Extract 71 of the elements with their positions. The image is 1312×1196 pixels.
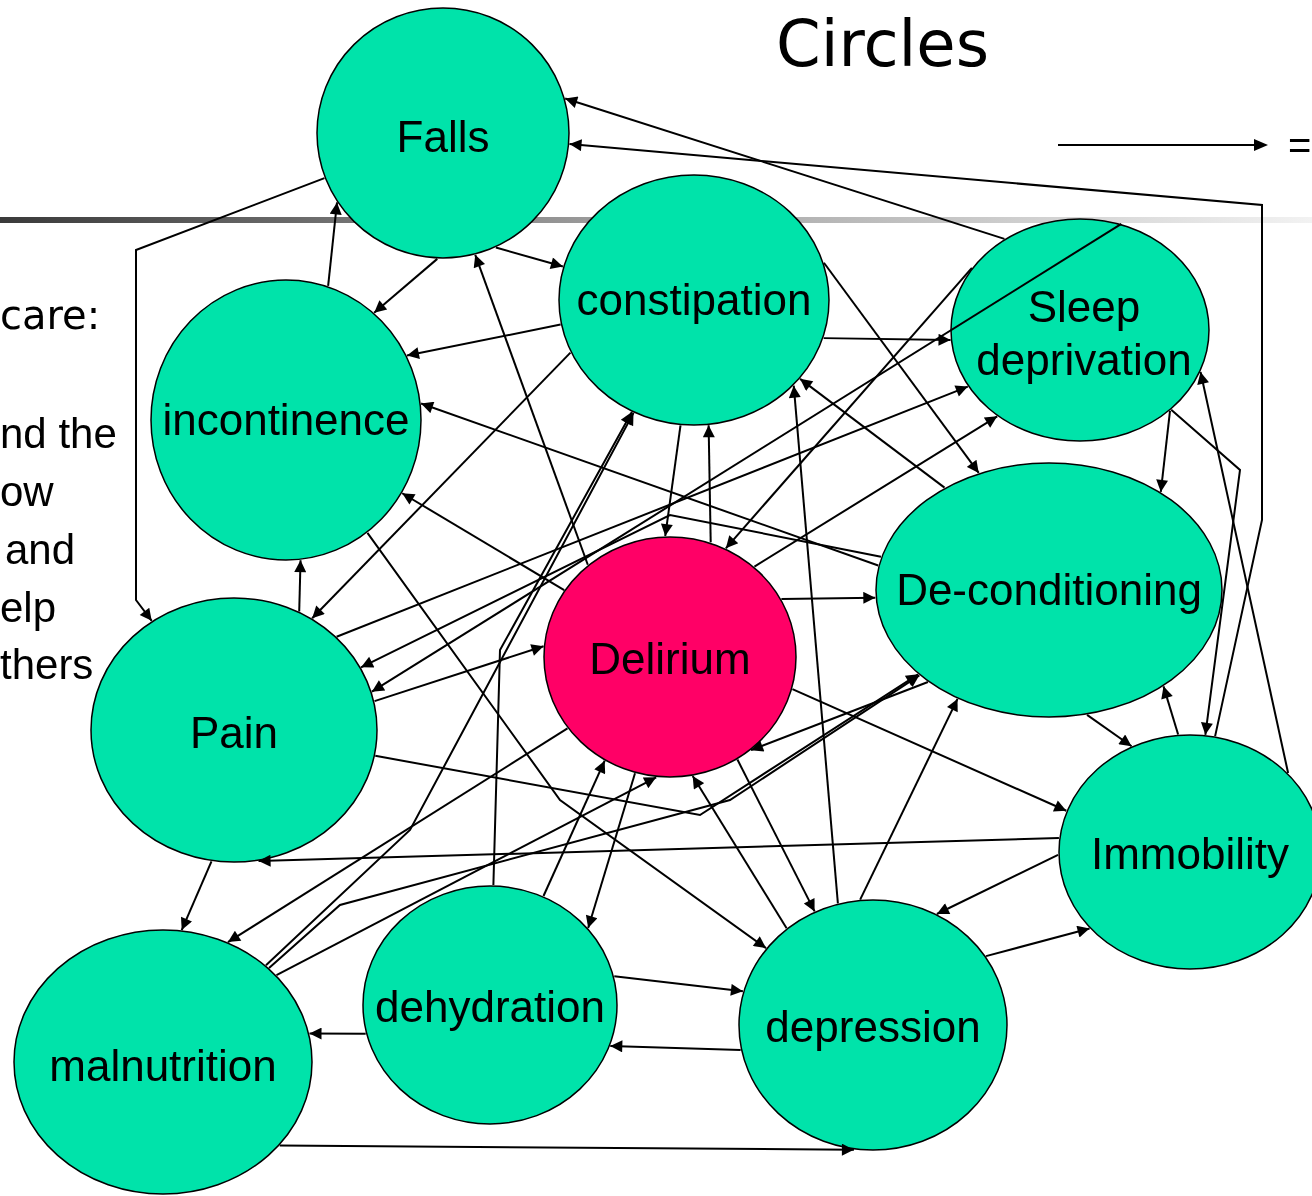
arrow	[492, 411, 633, 887]
arrow	[366, 531, 768, 950]
arrow	[311, 351, 572, 620]
arrow	[585, 772, 636, 929]
arrow	[935, 853, 1060, 915]
arrow	[753, 415, 999, 568]
arrow	[788, 384, 839, 905]
arrow	[494, 246, 564, 269]
arrow	[791, 688, 1068, 812]
arrow	[702, 424, 715, 544]
circle-label: Delirium	[589, 632, 751, 685]
arrow	[268, 674, 921, 969]
arrow	[373, 644, 545, 703]
arrow	[822, 261, 980, 474]
arrow	[660, 424, 682, 538]
arrow	[374, 673, 920, 817]
arrow	[859, 697, 959, 901]
arrow	[294, 559, 307, 613]
circle-label: Pain	[189, 706, 279, 759]
circle-label: incontinence	[162, 393, 410, 446]
slide-title: Circles	[776, 6, 990, 83]
arrow	[405, 323, 562, 360]
arrow	[278, 1143, 855, 1156]
arrow	[327, 201, 342, 287]
circle-label: constipation	[576, 273, 812, 326]
arrow	[420, 401, 880, 567]
circle-label: malnutrition	[49, 1039, 277, 1092]
arrow	[780, 591, 877, 604]
circle-label: depression	[765, 1000, 981, 1053]
arrow	[360, 513, 882, 669]
arrow	[564, 96, 1006, 240]
arrow	[1170, 408, 1242, 736]
arrow	[373, 257, 439, 314]
arrow	[985, 925, 1091, 958]
body-text: and	[5, 526, 76, 575]
arrow	[1161, 685, 1180, 736]
body-text: elp	[0, 584, 57, 633]
arrow	[308, 1027, 367, 1040]
circle-label: Immobility	[1091, 827, 1289, 880]
body-text: care:	[0, 292, 101, 338]
arrow	[736, 758, 816, 913]
arrow	[568, 139, 1263, 738]
arrow	[180, 860, 213, 932]
arrow	[724, 266, 973, 550]
arrow	[609, 1040, 742, 1053]
arrow	[799, 377, 946, 489]
body-text: nd the	[0, 410, 117, 459]
arrow	[613, 975, 744, 996]
arrow	[370, 222, 1123, 693]
arrow	[1197, 370, 1290, 775]
arrow	[750, 680, 929, 752]
arrow	[275, 776, 658, 977]
arrow	[822, 333, 952, 346]
arrow	[1086, 713, 1133, 748]
arrow	[257, 837, 1060, 867]
arrow	[691, 775, 788, 930]
equals-sign: =	[1288, 122, 1312, 168]
arrow	[335, 385, 969, 638]
body-text: thers	[0, 641, 94, 690]
arrow	[473, 253, 589, 566]
circle-label: Sleep deprivation	[975, 281, 1193, 386]
body-text: ow	[0, 468, 54, 517]
circle-label: dehydration	[375, 980, 605, 1033]
circle-label: De-conditioning	[896, 563, 1202, 616]
arrow	[226, 727, 569, 944]
arrow	[542, 759, 606, 897]
arrow	[264, 411, 635, 967]
arrow	[135, 177, 326, 622]
arrow	[1156, 409, 1171, 493]
arrow	[401, 492, 566, 592]
circle-label: Falls	[396, 110, 490, 163]
